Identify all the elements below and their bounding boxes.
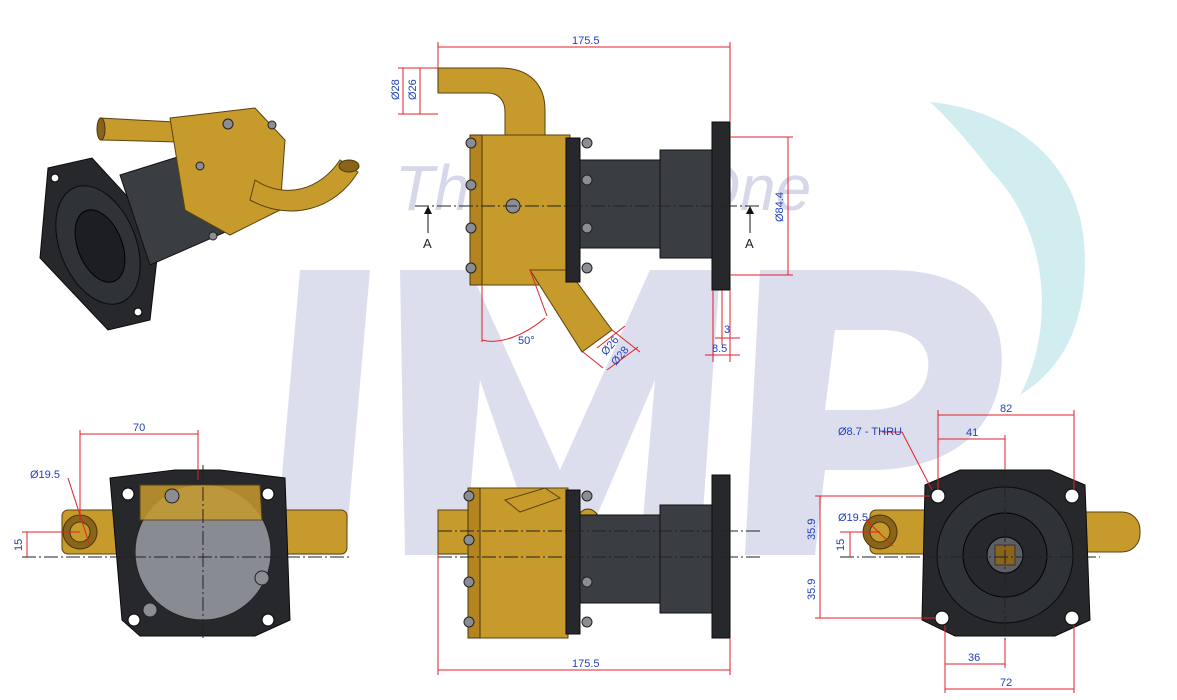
rear-view: 82 41 Ø8.7 - THRU Ø19.5 15 35.9 35.9 36 … [806,403,1141,693]
side-view: A A 175.5 Ø28 Ø26 50° Ø26 Ø28 Ø84.4 [390,35,793,371]
bottom-side-view: 175.5 [437,474,760,675]
dim-side-overall: 175.5 [572,35,600,47]
watermark-swoosh [930,102,1085,395]
dim-inlet-inner: Ø26 [407,79,419,100]
dim-rear-vert-lower: 35.9 [806,579,818,600]
side-cover-plate [565,137,581,283]
watermark-logo [275,270,1002,555]
dim-rear-width-half: 41 [966,427,978,439]
dim-flange-offset: 8.5 [712,343,727,355]
iso-inlet-pipe [99,117,179,143]
dim-rear-vert-upper: 35.9 [806,519,818,540]
dim-flange-thickness: 3 [724,324,730,336]
dim-rear-bolt-hole: Ø8.7 - THRU [838,426,902,438]
dim-rear-port-dia: Ø19.5 [838,512,868,524]
watermark-swoosh-inner [905,170,1042,395]
dim-front-port-height: 15 [13,539,25,551]
isometric-view [39,107,360,331]
front-view: 70 Ø19.5 15 [13,422,350,640]
dim-front-spacing: 70 [133,422,145,434]
dim-bottom-overall: 175.5 [572,658,600,670]
dim-rear-bottom-full: 72 [1000,677,1012,689]
dim-rear-bottom-half: 36 [968,652,980,664]
dim-rear-width-outer: 82 [1000,403,1012,415]
dim-inlet-outer: Ø28 [390,79,402,100]
bottom-bearing-housing [579,514,661,604]
watermark: The Right One [275,102,1085,555]
iso-outlet-pipe [249,159,359,212]
dim-front-port-dia: Ø19.5 [30,469,60,481]
section-mark-right: A [745,236,754,251]
dim-flange-dia: Ø84.4 [774,192,786,222]
dim-rear-port-height: 15 [835,539,847,551]
section-mark-left: A [423,236,432,251]
side-bearing-housing [579,159,661,249]
side-pump-body [479,134,571,286]
dim-outlet-angle: 50° [518,335,535,347]
side-inlet-elbow [437,67,546,141]
